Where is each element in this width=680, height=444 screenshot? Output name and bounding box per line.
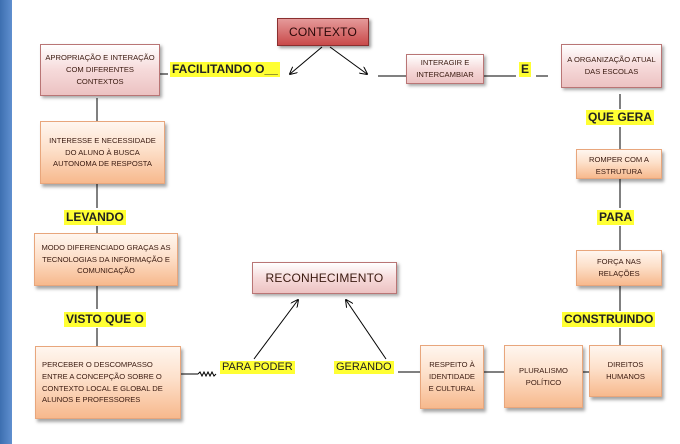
label-levando: LEVANDO bbox=[64, 210, 126, 225]
node-apropriacao: APROPRIAÇÃO E INTERAÇÃO COM DIFERENTES C… bbox=[40, 44, 160, 96]
node-interesse: INTERESSE E NECESSIDADE DO ALUNO À BUSCA… bbox=[40, 121, 165, 184]
node-contexto: CONTEXTO bbox=[277, 18, 369, 46]
node-pluralismo: PLURALISMO POLÍTICO bbox=[504, 345, 583, 408]
label-que-gera: QUE GERA bbox=[586, 110, 655, 125]
arrow-parapoder-reconhecimento bbox=[253, 300, 298, 360]
node-romper: ROMPER COM A ESTRUTURA bbox=[576, 149, 662, 179]
label-gerando: GERANDO bbox=[334, 361, 394, 374]
label-e: E bbox=[519, 62, 532, 77]
arrow-gerando-reconhecimento bbox=[346, 300, 387, 360]
node-perceber: PERCEBER O DESCOMPASSO ENTRE A CONCEPÇÃO… bbox=[35, 346, 181, 419]
node-interagir: INTERAGIR E INTERCAMBIAR bbox=[406, 54, 484, 84]
node-forca: FORÇA NAS RELAÇÕES bbox=[576, 250, 662, 286]
node-modo: MODO DIFERENCIADO GRAÇAS AS TECNOLOGIAS … bbox=[34, 233, 178, 286]
node-reconhecimento: RECONHECIMENTO bbox=[252, 262, 397, 294]
arrow-contexto-right bbox=[329, 46, 367, 74]
squiggle-parapoder bbox=[197, 370, 217, 378]
node-organizacao: A ORGANIZAÇÃO ATUAL DAS ESCOLAS bbox=[561, 44, 662, 88]
label-facilitando: FACILITANDO O__ bbox=[170, 62, 280, 77]
node-respeito: RESPEITO À IDENTIDADE E CULTURAL bbox=[420, 345, 484, 409]
label-para: PARA bbox=[597, 210, 635, 225]
label-para-poder: PARA PODER bbox=[220, 361, 295, 374]
node-direitos: DIREITOS HUMANOS bbox=[589, 345, 662, 397]
arrow-contexto-left bbox=[290, 46, 323, 74]
label-visto-que: VISTO QUE O bbox=[64, 312, 146, 327]
label-construindo: CONSTRUINDO bbox=[562, 312, 656, 327]
window-left-edge bbox=[0, 0, 12, 444]
